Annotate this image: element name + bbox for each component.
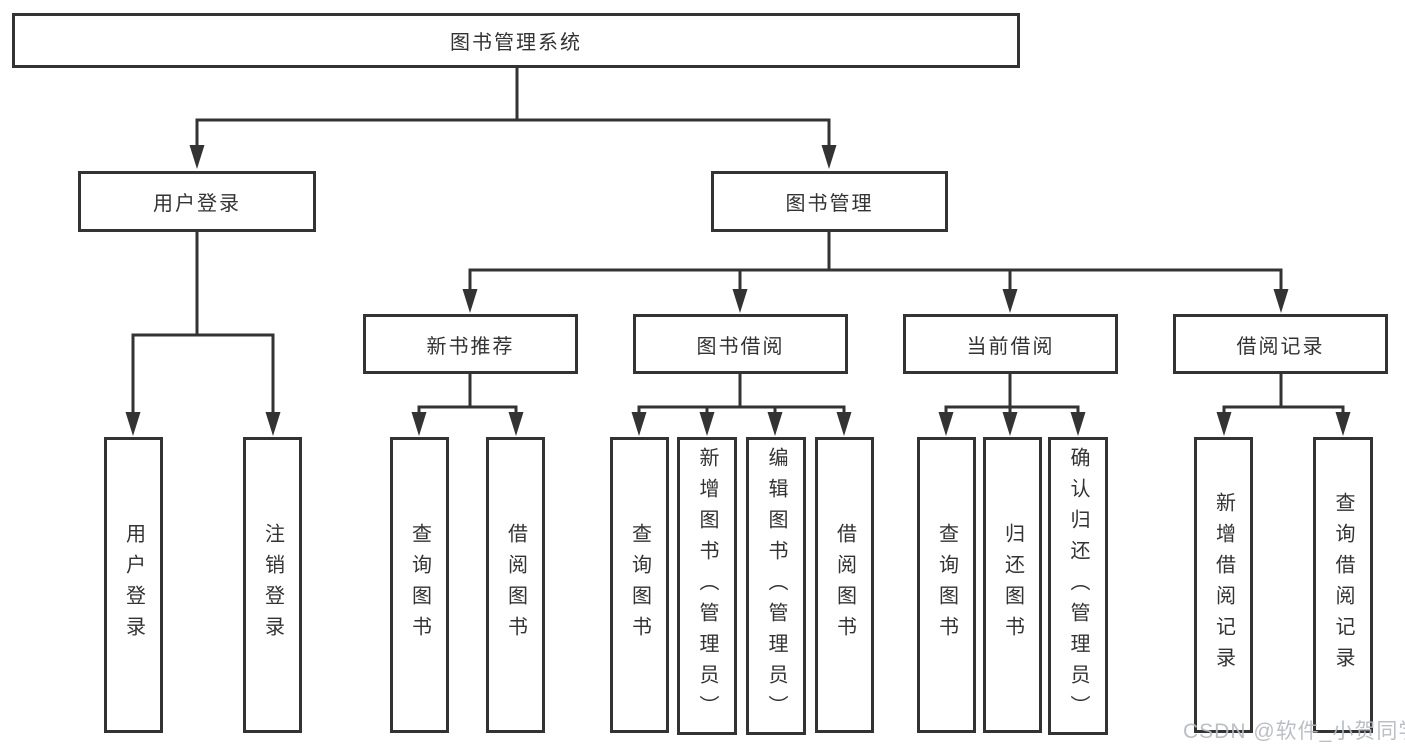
connector-root-to-level2 [195, 68, 831, 147]
node-book-mgmt: 图书管理 [711, 171, 948, 232]
arrowhead [508, 412, 524, 436]
leaf-return-books-label: 归还图书 [1001, 523, 1024, 647]
leaf-add-books-admin: 新增图书（管理员） [677, 437, 737, 735]
leaf-add-borrow-record-label: 新增借阅记录 [1212, 492, 1235, 678]
leaf-query-books-3-label: 查询图书 [935, 523, 958, 647]
leaf-borrow-books-1: 借阅图书 [486, 437, 545, 733]
arrowhead [189, 145, 205, 169]
connector-book-mgmt-children [468, 232, 1283, 291]
node-new-book-rec: 新书推荐 [363, 314, 578, 374]
leaf-query-books-1: 查询图书 [390, 437, 449, 733]
leaf-add-books-admin-label: 新增图书（管理员） [696, 446, 718, 726]
node-borrow-records-label: 借阅记录 [1236, 335, 1325, 358]
leaf-query-books-2: 查询图书 [610, 437, 669, 733]
node-user-login-label: 用户登录 [153, 193, 241, 215]
arrowhead [836, 412, 852, 436]
node-book-mgmt-label: 图书管理 [785, 193, 874, 215]
arrowhead [631, 412, 647, 436]
leaf-return-books: 归还图书 [983, 437, 1042, 733]
leaf-query-books-3: 查询图书 [917, 437, 976, 733]
leaf-borrow-books-2: 借阅图书 [815, 437, 874, 733]
connector-book-borrow-children [637, 374, 846, 414]
leaf-query-borrow-record-label: 查询借阅记录 [1332, 492, 1354, 678]
arrowhead [411, 412, 427, 436]
node-current-borrow: 当前借阅 [903, 314, 1118, 374]
node-book-borrow: 图书借阅 [633, 314, 848, 374]
leaf-confirm-return-admin-label: 确认归还（管理员） [1067, 446, 1089, 726]
arrowhead [125, 412, 141, 436]
connector-current-borrow-children [944, 374, 1080, 414]
leaf-confirm-return-admin: 确认归还（管理员） [1048, 437, 1108, 735]
leaf-logout-label: 注销登录 [261, 523, 284, 647]
arrowhead [1335, 412, 1351, 436]
leaf-logout: 注销登录 [243, 437, 302, 733]
leaf-add-borrow-record: 新增借阅记录 [1194, 437, 1253, 733]
arrowhead [1002, 412, 1018, 436]
arrowhead [938, 412, 954, 436]
leaf-borrow-books-1-label: 借阅图书 [504, 523, 527, 647]
leaf-edit-books-admin-label: 编辑图书（管理员） [765, 446, 787, 726]
leaf-query-books-1-label: 查询图书 [408, 523, 431, 647]
arrowhead [1002, 289, 1018, 313]
connector-user-login-children [131, 232, 275, 414]
arrowhead [1273, 289, 1289, 313]
leaf-edit-books-admin: 编辑图书（管理员） [746, 437, 806, 735]
arrowhead [767, 412, 783, 436]
arrowhead [821, 145, 837, 169]
connector-new-book-rec-children [417, 374, 518, 414]
node-book-borrow-label: 图书借阅 [696, 335, 785, 358]
arrowhead [265, 412, 281, 436]
node-root-label: 图书管理系统 [450, 32, 582, 54]
arrowhead [732, 289, 748, 313]
leaf-borrow-books-2-label: 借阅图书 [833, 523, 856, 647]
leaf-user-login: 用户登录 [104, 437, 163, 733]
leaf-user-login-label: 用户登录 [122, 523, 145, 647]
arrowhead [1070, 412, 1086, 436]
node-user-login: 用户登录 [78, 171, 316, 232]
node-new-book-rec-label: 新书推荐 [426, 335, 515, 358]
arrowhead [699, 412, 715, 436]
leaf-query-books-2-label: 查询图书 [628, 523, 651, 647]
node-root: 图书管理系统 [12, 13, 1020, 68]
csdn-watermark: CSDN @软件_小贺同学 [1183, 720, 1405, 743]
arrowhead [1216, 412, 1232, 436]
connector-borrow-records-children [1222, 374, 1345, 414]
arrowhead [462, 289, 478, 313]
node-current-borrow-label: 当前借阅 [966, 335, 1055, 358]
leaf-query-borrow-record: 查询借阅记录 [1313, 437, 1373, 733]
node-borrow-records: 借阅记录 [1173, 314, 1388, 374]
